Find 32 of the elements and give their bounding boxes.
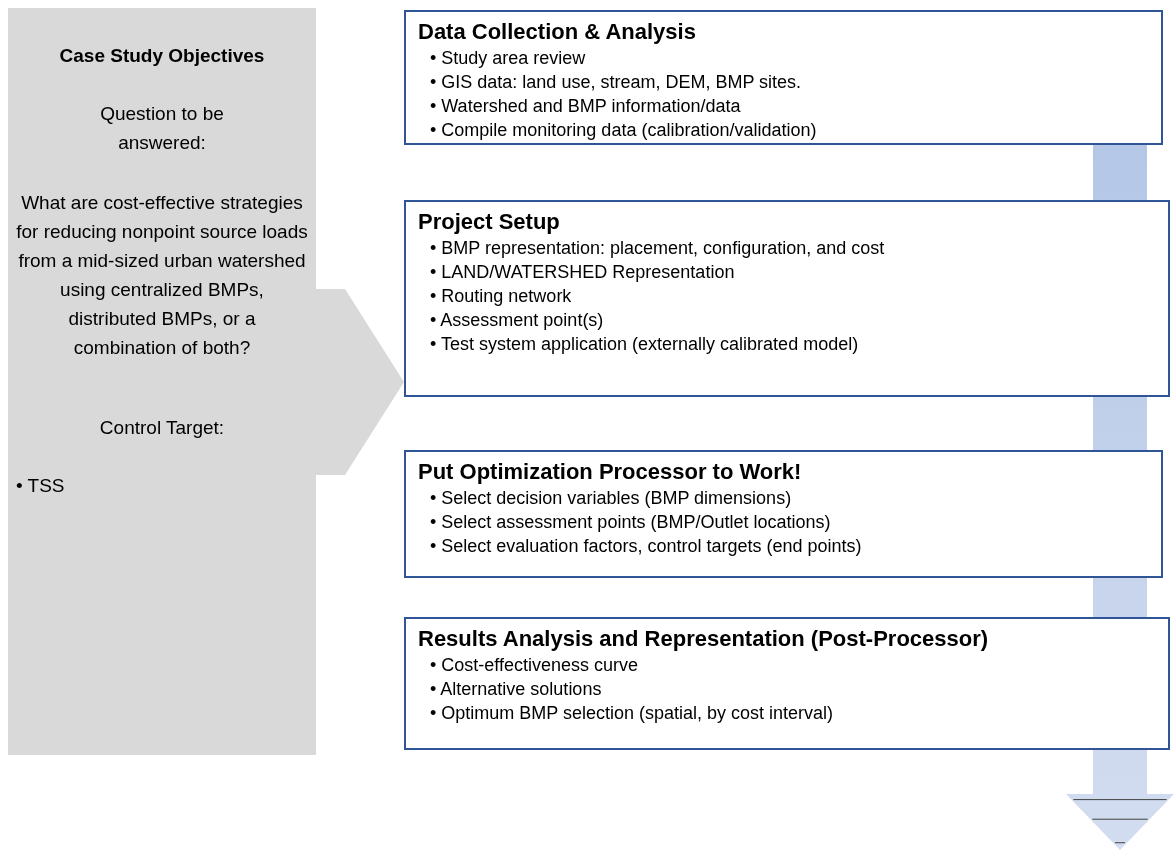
step-heading: Project Setup — [418, 208, 561, 236]
step-item: • Study area review — [430, 47, 587, 70]
step-heading: Put Optimization Processor to Work! — [418, 458, 803, 486]
step-item: • Watershed and BMP information/data — [430, 95, 742, 118]
step-item: • GIS data: land use, stream, DEM, BMP sites. — [430, 71, 803, 94]
step-item: • Select evaluation factors, control targets (end points) — [430, 535, 863, 558]
step-item: • Routing network — [430, 285, 573, 308]
step-item: • Select decision variables (BMP dimensions) — [430, 487, 793, 510]
panel-heading: Case Study Objectives — [59, 44, 265, 68]
step-item: • LAND/WATERSHED Representation — [430, 261, 736, 284]
flow-arrow — [1066, 750, 1174, 850]
step-item: • Test system application (externally calibrated model) — [430, 333, 860, 356]
step-item: • Alternative solutions — [430, 678, 603, 701]
step-box — [404, 200, 1170, 397]
flow-connector — [1093, 578, 1147, 617]
step-box — [404, 617, 1170, 750]
step-box — [404, 450, 1163, 578]
flow-connector — [1093, 397, 1147, 450]
question-text: What are cost-effective strategies for reducing nonpoint source loads from a mid-sized urban watershed using centralized BMPs, distributed BMPs, or a combination of both? — [16, 191, 308, 360]
target-item: • TSS — [16, 474, 65, 498]
step-item: • Compile monitoring data (calibration/validation) — [430, 119, 818, 142]
control-target-label: Control Target: — [99, 416, 225, 440]
step-item: • BMP representation: placement, configuration, and cost — [430, 237, 886, 260]
step-item: • Select assessment points (BMP/Outlet locations) — [430, 511, 832, 534]
question-label: Question to be answered: — [99, 102, 225, 155]
step-item: • Assessment point(s) — [430, 309, 605, 332]
step-heading: Data Collection & Analysis — [418, 18, 697, 46]
flow-connector — [1093, 145, 1147, 200]
step-item: • Cost-effectiveness curve — [430, 654, 640, 677]
step-item: • Optimum BMP selection (spatial, by cost interval) — [430, 702, 835, 725]
step-heading: Results Analysis and Representation (Post-Processor) — [418, 625, 990, 653]
step-box — [404, 10, 1163, 145]
